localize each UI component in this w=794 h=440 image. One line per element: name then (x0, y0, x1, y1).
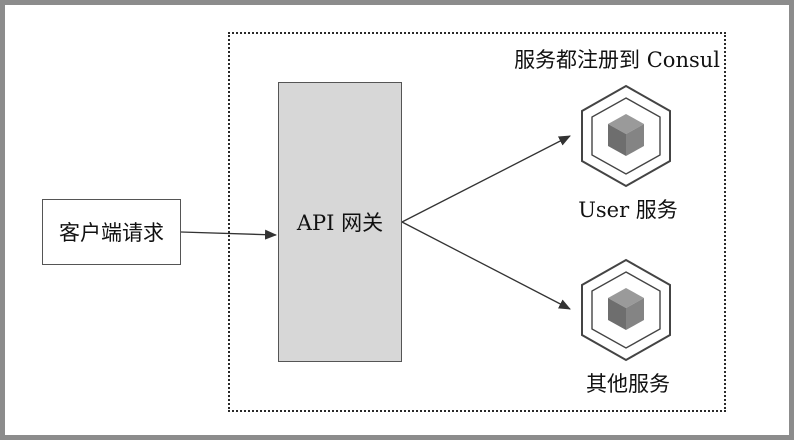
client-request-label: 客户端请求 (59, 221, 164, 245)
user-service-label: User 服务 (578, 198, 678, 222)
service-cube-icon (581, 258, 671, 362)
api-gateway-box: API 网关 (278, 82, 402, 362)
consul-region-label: 服务都注册到 Consul (514, 48, 720, 72)
service-cube-icon (581, 84, 671, 188)
api-gateway-label: API 网关 (296, 211, 384, 235)
consul-registry-region (228, 32, 726, 412)
client-request-box: 客户端请求 (42, 199, 181, 265)
other-service-label: 其他服务 (586, 372, 670, 396)
